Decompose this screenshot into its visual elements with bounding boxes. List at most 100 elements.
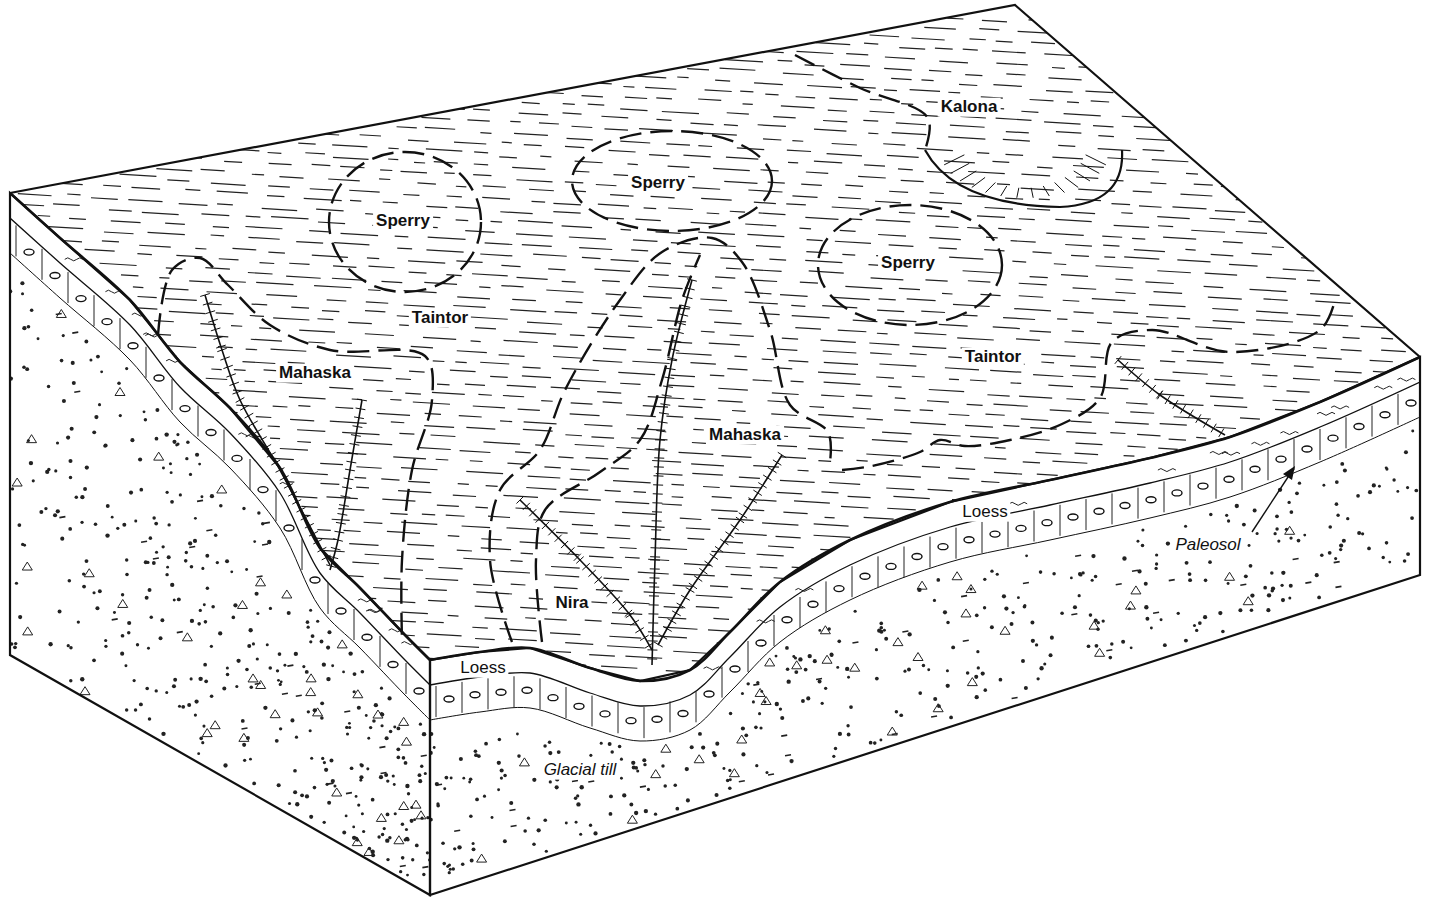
hatch-stroke [35, 38, 50, 40]
hatch-stroke [993, 635, 1027, 637]
hatch-stroke [574, 170, 590, 172]
hatch-stroke [312, 255, 348, 257]
hatch-stroke [1427, 396, 1437, 398]
hatch-stroke [889, 245, 914, 246]
hatch-stroke [1115, 292, 1135, 293]
hatch-stroke [128, 541, 141, 543]
hatch-stroke [726, 45, 741, 47]
hatch-stroke [729, 4, 742, 6]
hatch-stroke [1397, 331, 1435, 333]
hatch-stroke [326, 497, 357, 499]
hatch-stroke [235, 84, 268, 86]
hatch-stroke [1151, 591, 1168, 592]
hatch-stroke [711, 510, 737, 512]
hatch-stroke [939, 324, 968, 326]
hatch-stroke [1098, 135, 1114, 137]
hatch-stroke [1091, 356, 1105, 358]
hatch-stroke [673, 585, 693, 586]
hatch-stroke [246, 216, 261, 218]
hatch-stroke [189, 281, 212, 282]
hatch-stroke [187, 530, 217, 532]
hatch-stroke [500, 212, 532, 214]
hatch-stroke [927, 401, 949, 402]
hatch-stroke [1376, 75, 1388, 77]
hatch-stroke [458, 483, 469, 485]
hatch-stroke [690, 363, 715, 365]
hatch-stroke [1351, 656, 1389, 658]
hatch-stroke [656, 473, 683, 475]
hatch-stroke [393, 356, 421, 358]
hatch-stroke [783, 512, 807, 513]
hatch-stroke [845, 185, 863, 186]
hatch-stroke [1012, 261, 1026, 263]
hatch-stroke [1221, 56, 1249, 58]
hatch-stroke [500, 420, 512, 422]
hatch-stroke [991, 524, 1017, 526]
hatch-stroke [0, 199, 1, 201]
hatch-stroke [367, 257, 379, 259]
hatch-stroke [691, 464, 724, 466]
hatch-stroke [809, 406, 824, 408]
hatch-stroke [789, 361, 809, 362]
hatch-stroke [773, 368, 792, 369]
hatch-stroke [1423, 197, 1437, 199]
hatch-stroke [352, 562, 379, 564]
hatch-stroke [198, 135, 218, 136]
hatch-stroke [712, 287, 722, 289]
hatch-stroke [821, 471, 845, 472]
hatch-stroke [814, 129, 846, 131]
hatch-stroke [1273, 400, 1298, 401]
hatch-stroke [1146, 51, 1170, 52]
hatch-stroke [107, 419, 125, 420]
hatch-stroke [138, 530, 171, 532]
hatch-stroke [1114, 225, 1149, 227]
hatch-stroke [1297, 531, 1316, 532]
hatch-stroke [838, 330, 867, 332]
hatch-stroke [762, 358, 774, 360]
hatch-stroke [754, 202, 776, 203]
hatch-stroke [1305, 83, 1331, 85]
hatch-stroke [994, 472, 1022, 474]
hatch-stroke [524, 422, 557, 424]
hatch-stroke [381, 6, 419, 8]
hatch-stroke [1194, 184, 1213, 185]
hatch-stroke [1240, 418, 1260, 419]
hatch-stroke [427, 634, 462, 636]
hatch-stroke [748, 190, 782, 192]
hatch-stroke [304, 198, 342, 200]
hatch-stroke [1146, 317, 1168, 318]
hatch-stroke [1197, 338, 1213, 340]
hatch-stroke [480, 362, 509, 364]
hatch-stroke [1366, 614, 1403, 616]
hatch-stroke [396, 378, 411, 380]
hatch-stroke [1152, 160, 1189, 162]
hatch-stroke [273, 406, 288, 408]
hatch-stroke [569, 70, 582, 72]
hatch-stroke [1369, 450, 1387, 451]
hatch-stroke [1264, 58, 1277, 60]
hatch-stroke [1428, 388, 1437, 390]
hatch-stroke [1264, 299, 1288, 300]
hatch-stroke [1037, 660, 1070, 662]
hatch-stroke [454, 142, 486, 144]
hatch-stroke [1388, 99, 1423, 101]
hatch-stroke [88, 140, 120, 142]
hatch-stroke [317, 529, 330, 531]
hatch-stroke [606, 293, 622, 295]
hatch-stroke [6, 182, 31, 184]
hatch-stroke [268, 152, 282, 154]
hatch-stroke [167, 180, 189, 181]
hatch-stroke [0, 344, 15, 346]
hatch-stroke [31, 580, 56, 582]
hatch-stroke [580, 533, 598, 534]
hatch-stroke [1338, 535, 1370, 537]
hatch-stroke [277, 131, 300, 132]
hatch-stroke [1256, 551, 1269, 553]
hatch-stroke [1094, 566, 1106, 568]
hatch-stroke [1, 443, 23, 444]
hatch-stroke [117, 596, 146, 598]
hatch-stroke [1313, 139, 1333, 140]
hatch-stroke [1116, 612, 1135, 613]
hatch-stroke [686, 528, 710, 529]
hatch-stroke [776, 492, 802, 494]
